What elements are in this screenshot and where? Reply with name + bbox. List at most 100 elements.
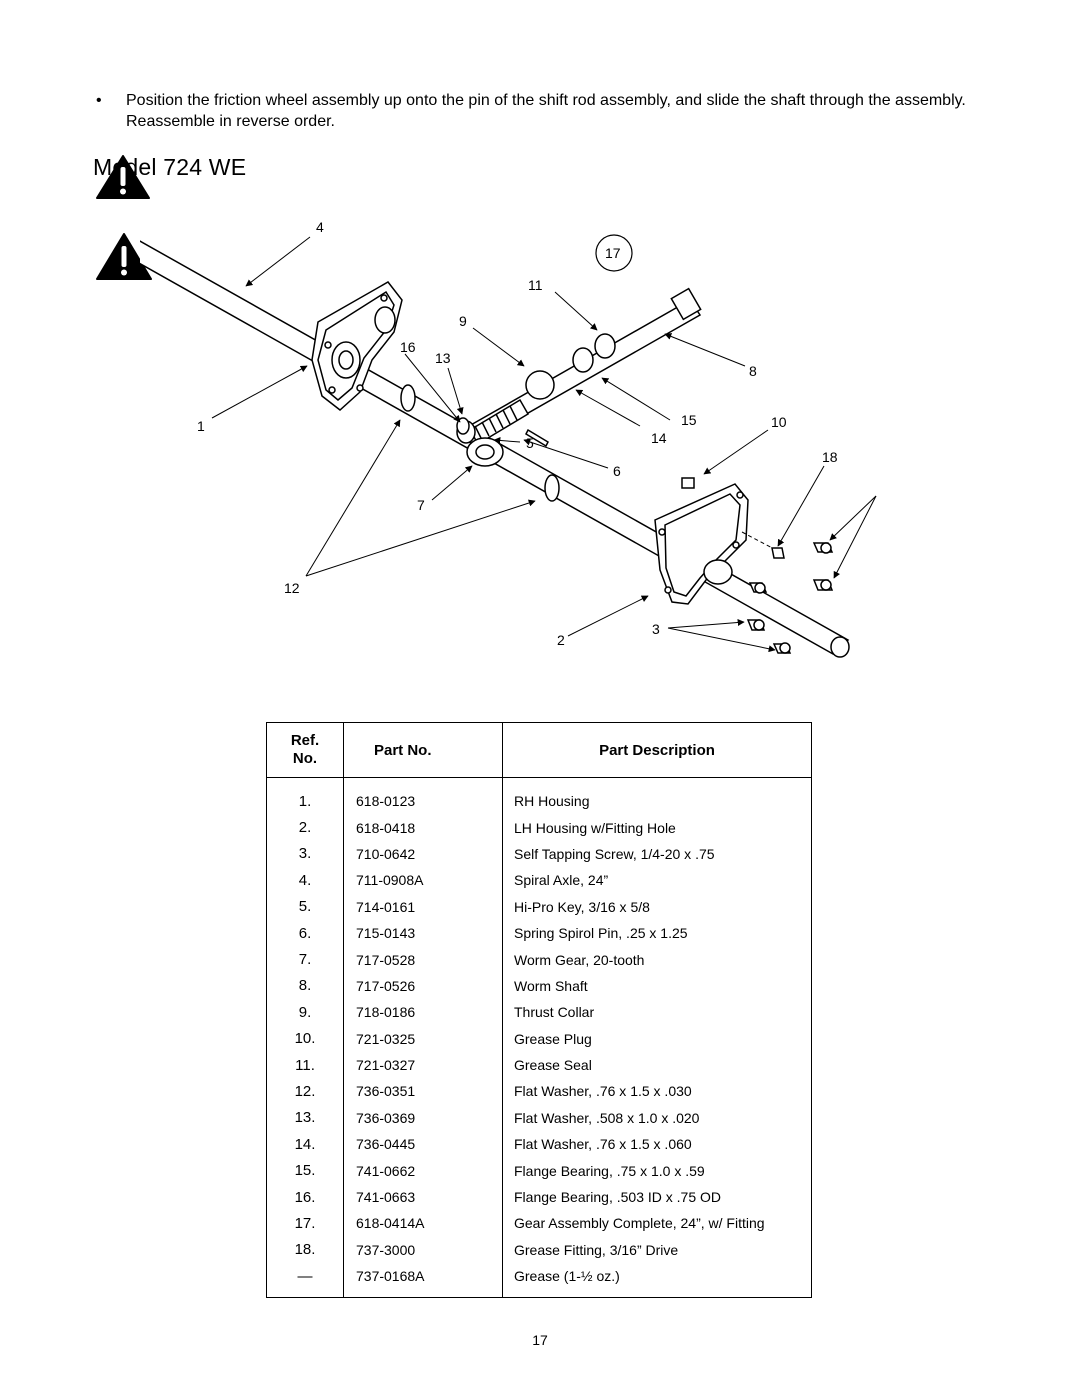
- ref-no-cell: 14.: [266, 1131, 344, 1158]
- part-description-cell: Flange Bearing, .75 x 1.0 x .59: [514, 1162, 705, 1179]
- callout-14: 14: [651, 430, 667, 446]
- part-description-cell: Flat Washer, .76 x 1.5 x .060: [514, 1136, 692, 1153]
- header-ref-no: Ref. No.: [266, 722, 344, 778]
- spring-pin: [525, 428, 549, 448]
- table-row: 9.718-0186 Thrust Collar: [266, 999, 812, 1026]
- callout-6: 6: [613, 463, 621, 479]
- part-no-cell: 715-0143: [343, 919, 503, 947]
- leader-lines: [211, 236, 877, 653]
- table-row: 17.618-0414A Gear Assembly Complete, 24”,…: [266, 1210, 812, 1237]
- warning-triangle-icon: [96, 233, 152, 280]
- part-no-cell: 710-0642: [343, 840, 503, 868]
- part-no-cell: 741-0662: [343, 1157, 503, 1184]
- ref-no-cell: 7.: [266, 946, 344, 973]
- part-description-cell: Spring Spirol Pin, .25 x 1.25: [514, 925, 688, 942]
- callout-15: 15: [681, 412, 697, 428]
- ref-no-cell: 4.: [266, 867, 344, 894]
- exploded-parts-diagram: 4 17 11 9 16 13 8 1 15 10 14 5 18 6 3 7 …: [140, 219, 877, 658]
- callout-3: 3: [652, 621, 660, 637]
- bullet-mark: •: [96, 92, 102, 109]
- part-description-cell: Spiral Axle, 24”: [514, 872, 609, 889]
- callout-4: 4: [316, 219, 324, 235]
- header-part-description: Part Description: [502, 722, 812, 778]
- part-description-cell: Flange Bearing, .503 ID x .75 OD: [514, 1189, 721, 1206]
- table-row: 4.711-0908A Spiral Axle, 24”: [266, 867, 812, 894]
- callout-10: 10: [771, 414, 787, 430]
- table-row: —737-0168A Grease (1-½ oz.): [266, 1263, 812, 1298]
- callout-9: 9: [459, 313, 467, 329]
- callout-12: 12: [284, 580, 300, 596]
- callout-5: 5: [526, 435, 534, 451]
- ref-no-cell: 11.: [266, 1051, 344, 1079]
- table-row: 14.736-0445 Flat Washer, .76 x 1.5 x .060: [266, 1131, 812, 1158]
- callout-1: 1: [197, 418, 205, 434]
- table-row: 7.717-0528 Worm Gear, 20-tooth: [266, 946, 812, 973]
- callout-11: 11: [528, 277, 543, 293]
- table-header-row: Ref. No. Part No. Part Description: [266, 722, 812, 778]
- grease-fitting: [771, 547, 785, 559]
- callout-17-circle: [595, 234, 633, 272]
- ref-no-cell: 13.: [266, 1104, 344, 1132]
- part-description-cell: Thrust Collar: [514, 1004, 595, 1021]
- part-no-cell: 736-0369: [343, 1104, 503, 1132]
- ref-no-cell: 17.: [266, 1210, 344, 1237]
- part-description-cell: Flat Washer, .508 x 1.0 x .020: [514, 1109, 700, 1126]
- part-description-cell: LH Housing w/Fitting Hole: [514, 819, 676, 836]
- ref-no-cell: 15.: [266, 1157, 344, 1184]
- instruction-text: Position the friction wheel assembly up …: [126, 92, 966, 130]
- table-row: 2.618-0418 LH Housing w/Fitting Hole: [266, 814, 812, 841]
- table-row: 6.715-0143 Spring Spirol Pin, .25 x 1.25: [266, 919, 812, 947]
- ref-no-cell: —: [266, 1263, 344, 1298]
- callout-8: 8: [749, 363, 757, 379]
- part-no-cell: 736-0351: [343, 1078, 503, 1105]
- part-description-cell: Worm Gear, 20-tooth: [514, 951, 645, 968]
- part-description-cell: Gear Assembly Complete, 24”, w/ Fitting: [514, 1215, 765, 1232]
- part-no-cell: 721-0325: [343, 1025, 503, 1052]
- part-no-cell: 717-0526: [343, 972, 503, 1000]
- rh-housing: [311, 281, 403, 411]
- ref-no-cell: 3.: [266, 840, 344, 868]
- worm-gear: [466, 437, 504, 467]
- ref-no-cell: 9.: [266, 999, 344, 1026]
- callout-18: 18: [822, 449, 838, 465]
- part-description-cell: Self Tapping Screw, 1/4-20 x .75: [514, 845, 715, 862]
- part-description-cell: Worm Shaft: [514, 977, 588, 994]
- callout-16: 16: [400, 339, 416, 355]
- table-row: 8.717-0526 Worm Shaft: [266, 972, 812, 1000]
- header-part-no: Part No.: [343, 722, 503, 778]
- part-description-cell: Grease (1-½ oz.): [514, 1268, 620, 1285]
- callout-7: 7: [417, 497, 425, 513]
- ref-no-cell: 10.: [266, 1025, 344, 1052]
- part-no-cell: 618-0418: [343, 814, 503, 841]
- ref-no-cell: 16.: [266, 1183, 344, 1211]
- part-no-cell: 718-0186: [343, 999, 503, 1026]
- part-no-cell: 737-0168A: [343, 1263, 503, 1298]
- ref-no-cell: 2.: [266, 814, 344, 841]
- worm-shaft: [456, 287, 702, 446]
- table-row: 15.741-0662 Flange Bearing, .75 x 1.0 x .…: [266, 1157, 812, 1184]
- part-no-cell: 618-0414A: [343, 1210, 503, 1237]
- callout-2: 2: [557, 632, 565, 648]
- table-row: 13.736-0369 Flat Washer, .508 x 1.0 x .02…: [266, 1104, 812, 1132]
- part-description-cell: RH Housing: [514, 793, 590, 810]
- ref-no-cell: 12.: [266, 1078, 344, 1105]
- ref-no-cell: 8.: [266, 972, 344, 1000]
- part-description-cell: Hi-Pro Key, 3/16 x 5/8: [514, 898, 650, 915]
- part-no-cell: 711-0908A: [343, 867, 503, 894]
- ref-no-cell: 6.: [266, 919, 344, 947]
- page-number: 17: [532, 1332, 548, 1348]
- callout-17: 17: [605, 245, 621, 261]
- warning-triangle-icon: [96, 155, 150, 199]
- ref-no-cell: 5.: [266, 893, 344, 920]
- part-description-cell: Grease Seal: [514, 1057, 592, 1074]
- part-no-cell: 717-0528: [343, 946, 503, 973]
- self-tapping-screws: [746, 542, 834, 654]
- part-no-cell: 736-0445: [343, 1131, 503, 1158]
